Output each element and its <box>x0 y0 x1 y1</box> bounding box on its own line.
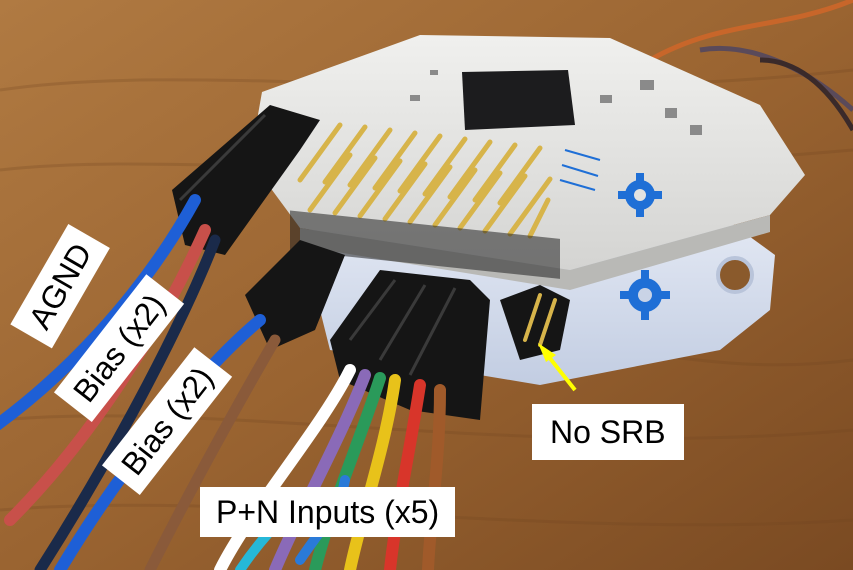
header-pins <box>297 122 553 239</box>
microcontroller-chip <box>462 70 575 130</box>
connector-housings <box>172 105 570 420</box>
board-silkscreen <box>559 149 601 191</box>
connector-highlights <box>178 113 457 376</box>
inputs-label: P+N Inputs (x5) <box>200 487 456 537</box>
no-srb-label: No SRB <box>532 404 684 460</box>
gear-logo-upper <box>618 173 662 217</box>
lower-pins <box>523 293 557 347</box>
background-wires <box>648 0 853 132</box>
gear-logo-lower <box>620 270 670 320</box>
no-srb-arrow <box>538 343 577 392</box>
